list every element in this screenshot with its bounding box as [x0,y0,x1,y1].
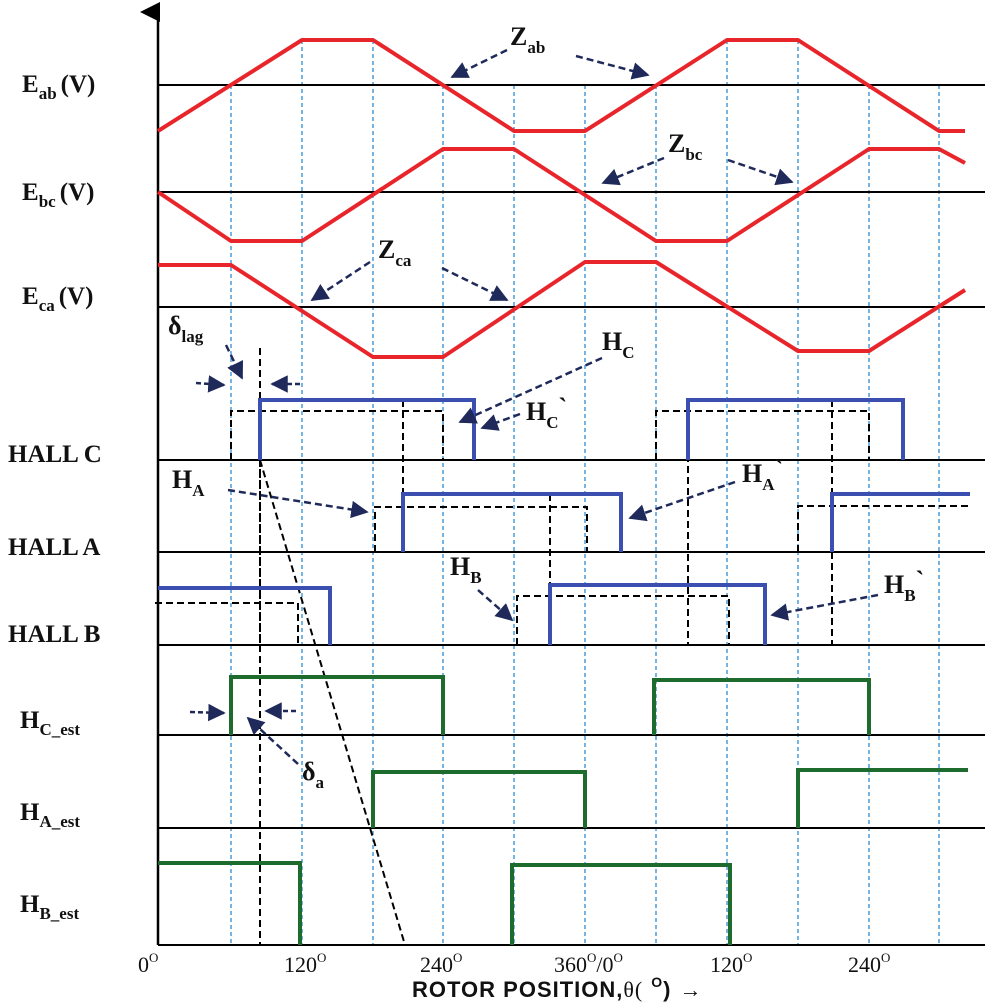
zab-arrow-left [450,48,508,79]
hb-prime-annotation: HB` [884,566,924,605]
delta-a-arrow [246,716,299,765]
x-axis-title: ROTOR POSITION,θ(O)→ [412,974,702,1002]
hall-a-ideal-signal [374,506,588,552]
eca-label: Eca(V) [22,283,93,315]
hall-b-label: HALL B [8,621,100,648]
delta-lag-arrow [224,344,244,380]
hc-est-signal [229,675,445,735]
zbc-arrow-left [601,156,665,186]
hall-c-label: HALL C [8,441,102,468]
hc-est-label: HC_est [20,707,80,739]
zca-arrow-right [441,266,509,302]
hall-b-actual-signal-2 [548,583,767,645]
hb-est-label: HB_est [20,891,79,923]
ebc-waveform [156,147,966,243]
zbc-annotation: Zbc [668,129,703,164]
ha-annotation: HA [172,465,205,500]
hc-arrow [458,356,603,424]
hb-est-signal-2 [510,863,732,945]
hb-est-signal [158,861,302,945]
hall-c-actual-signal-2 [686,398,905,460]
hb-arrow [477,589,514,622]
zab-annotation: Zab [510,22,545,57]
delta-lag-gap-left-arrow [195,375,226,393]
ha-est-signal [371,770,587,828]
eca-waveform [158,260,967,359]
hb-prime-arrow [770,593,879,621]
hall-a-actual-signal [401,492,623,552]
ha-prime-arrow [628,480,736,522]
x-tick-120: 120O [284,950,326,977]
ha-est-label: HA_est [20,799,80,831]
delta-a-annotation: δa [302,757,325,792]
x-tick-120b: 120O [710,950,752,977]
x-tick-240b: 240O [848,950,890,977]
x-tick-0: 0O [138,950,158,977]
hall-a-ideal-signal-2 [797,505,970,552]
hc-prime-arrow [480,412,521,431]
eab-label: Eab(V) [22,71,95,103]
row-axes [158,84,985,946]
ha-arrow [227,488,369,519]
ha-est-signal-2 [796,768,968,828]
hall-c-actual-signal [258,398,476,460]
hall-a-actual-signal-2 [830,492,970,552]
zbc-arrow-right [727,158,794,186]
delta-lag-annotation: δlag [168,311,204,346]
hall-c-ideal-signal-2 [655,410,870,460]
ebc-label: Ebc(V) [22,179,94,211]
x-tick-360-0: 360O/0O [554,950,623,977]
hall-b-actual-signal [158,586,332,645]
delta-lag-slope [259,459,406,946]
hc-est-signal-2 [652,678,871,735]
eab-waveform [156,38,965,133]
ha-prime-annotation: HA` [742,455,783,494]
hc-prime-annotation: HC` [526,393,567,432]
zab-arrow-right [575,54,650,80]
x-tick-240: 240O [420,950,462,977]
hb-annotation: HB [450,552,482,587]
hall-c-ideal-signal [230,410,444,460]
zca-annotation: Zca [378,235,412,270]
delta-a-gap-left-arrow [189,703,226,722]
hall-a-label: HALL A [8,534,100,561]
hall-b-ideal-signal [155,602,299,645]
zca-arrow-left [310,260,371,302]
hall-b-ideal-signal-2 [516,595,730,645]
hc-annotation: HC [602,327,635,362]
